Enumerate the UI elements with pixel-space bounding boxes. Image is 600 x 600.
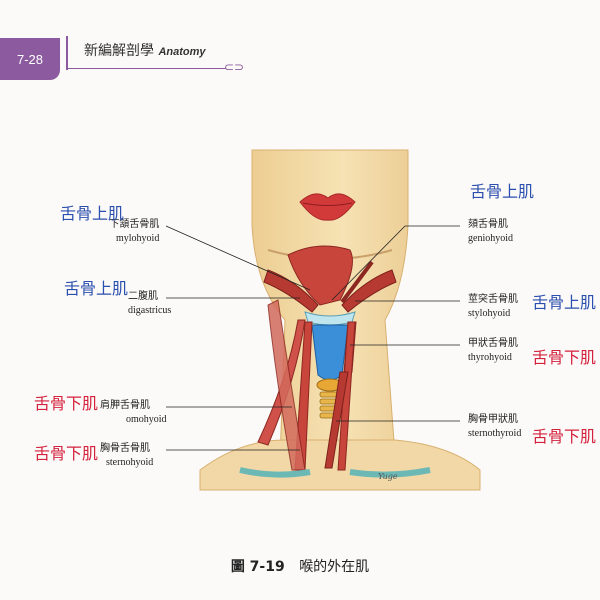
label-sternohyoid-zh: 胸骨舌骨肌 xyxy=(100,443,150,454)
label-sternothyroid-zh: 胸骨甲狀肌 xyxy=(468,414,518,425)
note-sternohyoid: 舌骨下肌 xyxy=(34,444,99,463)
label-sternothyroid: 胸骨甲狀肌 sternothyroid xyxy=(468,413,521,441)
sternocleidomastoid-left xyxy=(267,299,306,471)
label-stylohyoid-la: stylohyoid xyxy=(468,308,511,319)
note-omohyoid: 舌骨下肌 xyxy=(34,394,99,413)
label-sternothyroid-la: sternothyroid xyxy=(468,428,522,439)
figure-title: 喉的外在肌 xyxy=(299,559,370,575)
omohyoid-muscle xyxy=(257,319,306,446)
label-omohyoid-zh: 肩胛舌骨肌 xyxy=(100,400,150,411)
page-number-tab: 7-28 xyxy=(0,38,60,80)
header-rule-vertical xyxy=(66,36,68,70)
header-ornament-icon: ⊂⊃ xyxy=(224,60,245,74)
label-stylohyoid-zh: 莖突舌骨肌 xyxy=(468,294,518,305)
book-title-en: Anatomy xyxy=(158,46,206,58)
label-thyrohyoid-la: thyrohyoid xyxy=(468,352,512,363)
label-mylohyoid-la: mylohyoid xyxy=(116,233,160,244)
mylohyoid-muscle xyxy=(287,245,353,306)
sternothyroid-muscle xyxy=(324,371,349,469)
label-mylohyoid: 下頷舌骨肌 mylohyoid xyxy=(104,218,159,246)
clavicle-left xyxy=(239,467,311,478)
digastric-muscle-right xyxy=(341,269,397,313)
label-digastricus-la: digastricus xyxy=(128,305,172,316)
clavicle-right xyxy=(349,467,431,478)
label-geniohyoid-zh: 頦舌骨肌 xyxy=(468,219,508,230)
artist-signature: Yuge xyxy=(378,472,398,481)
label-stylohyoid: 莖突舌骨肌 stylohyoid xyxy=(468,293,518,321)
leader-mylohyoid xyxy=(165,225,311,291)
book-title: 新編解剖學 Anatomy xyxy=(84,40,206,60)
note-digastricus: 舌骨上肌 xyxy=(64,279,129,298)
note-stylohyoid: 舌骨上肌 xyxy=(532,293,597,312)
leader-geniohyoid-b xyxy=(331,225,406,301)
label-omohyoid-la: omohyoid xyxy=(126,414,167,425)
label-thyrohyoid: 甲狀舌骨肌 thyrohyoid xyxy=(468,337,518,365)
lips-line xyxy=(302,202,353,206)
note-thyrohyoid: 舌骨下肌 xyxy=(532,348,597,367)
label-thyrohyoid-zh: 甲狀舌骨肌 xyxy=(468,338,518,349)
label-geniohyoid: 頦舌骨肌 geniohyoid xyxy=(468,218,513,246)
label-geniohyoid-la: geniohyoid xyxy=(468,233,513,244)
label-digastricus-zh: 二腹肌 xyxy=(128,291,158,302)
page-number: 7-28 xyxy=(16,51,44,67)
note-sternothyroid: 舌骨下肌 xyxy=(532,427,597,446)
lips xyxy=(299,193,356,221)
stylohyoid-muscle xyxy=(340,260,374,304)
label-sternohyoid-la: sternohyoid xyxy=(106,457,154,468)
figure-caption: 圖 7-19 喉的外在肌 xyxy=(0,556,600,576)
digastric-muscle-left xyxy=(263,269,319,313)
figure-number: 圖 7-19 xyxy=(230,559,285,575)
label-mylohyoid-zh: 下頷舌骨肌 xyxy=(109,219,160,230)
book-title-zh: 新編解剖學 xyxy=(84,43,154,59)
header-rule-horizontal xyxy=(66,68,226,69)
note-geniohyoid: 舌骨上肌 xyxy=(470,182,535,201)
label-omohyoid: 肩胛舌骨肌 omohyoid xyxy=(100,399,167,427)
note-mylohyoid: 舌骨上肌 xyxy=(60,204,125,223)
label-sternohyoid: 胸骨舌骨肌 sternohyoid xyxy=(100,442,153,470)
label-digastricus: 二腹肌 digastricus xyxy=(128,290,171,318)
